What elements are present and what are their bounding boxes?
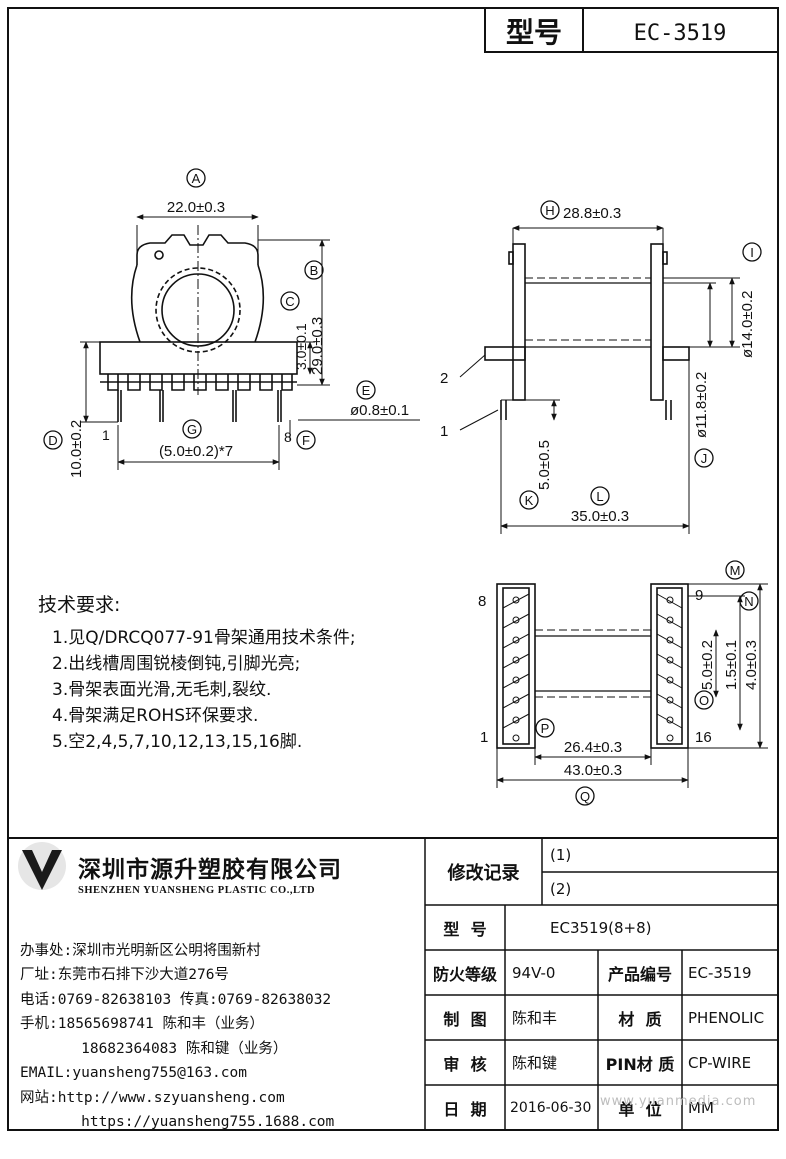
dim-H: 28.8±0.3	[563, 205, 621, 222]
label-F: F	[302, 433, 310, 448]
dim-L: 35.0±0.3	[571, 508, 629, 525]
unit-value: MM	[688, 1098, 714, 1117]
contact-line: 网站:http://www.szyuansheng.com	[20, 1089, 285, 1106]
contact-line: 18682364083 陈和键（业务）	[20, 1040, 288, 1057]
label-A: A	[192, 171, 201, 186]
dim-D: 10.0±0.2	[68, 420, 85, 478]
product-no-value: EC-3519	[688, 963, 752, 982]
dim-I: ø14.0±0.2	[739, 291, 756, 358]
dim-P: 26.4±0.3	[564, 739, 622, 756]
label-Q: Q	[580, 789, 590, 804]
requirements: 技术要求: 1.见Q/DRCQ077-91骨架通用技术条件; 2.出线槽周围锐棱…	[38, 590, 356, 755]
contact-line: 厂址:东莞市石排下沙大道276号	[20, 967, 229, 983]
dim-N: 1.5±0.1	[723, 640, 740, 690]
requirements-title: 技术要求:	[38, 594, 121, 616]
company-logo	[18, 842, 66, 890]
drawn-label: 制 图	[443, 1009, 487, 1029]
label-H: H	[545, 203, 554, 218]
label-K: K	[525, 493, 534, 508]
model-box-label: 型号	[506, 16, 562, 49]
label-N: N	[744, 594, 753, 609]
unit-label: 单 位	[618, 1099, 662, 1119]
front-labels: A 22.0±0.3 B 29.0±0.3 C 3.0±0.1 D 10.0±0…	[43, 168, 409, 478]
dim-M: 4.0±0.3	[743, 640, 760, 690]
material-value: PHENOLIC	[688, 1008, 765, 1027]
title-block-grid	[424, 838, 778, 1130]
label-O: O	[699, 693, 709, 708]
pin-8-bottom: 8	[478, 593, 486, 610]
contact-line: 电话:0769-82638103 传真:0769-82638032	[20, 991, 332, 1008]
contact-line: 办事处:深圳市光明新区公明将围新村	[20, 942, 261, 959]
pin-material-value: CP-WIRE	[688, 1053, 752, 1072]
dim-C: 3.0±0.1	[293, 323, 309, 370]
requirement-item: 4.骨架满足ROHS环保要求.	[52, 706, 259, 726]
drawn-value: 陈和丰	[512, 1009, 558, 1027]
front-view	[80, 214, 420, 470]
model-box: 型号 EC-3519	[484, 7, 779, 53]
product-no-label: 产品编号	[607, 964, 672, 984]
checked-value: 陈和键	[512, 1054, 558, 1072]
requirement-item: 5.空2,4,5,7,10,12,13,15,16脚.	[52, 732, 303, 752]
watermark: www.yuanmedia.com	[600, 1094, 757, 1109]
pin-8-front: 8	[284, 429, 292, 445]
checked-label: 审 核	[443, 1054, 487, 1074]
requirement-item: 1.见Q/DRCQ077-91骨架通用技术条件;	[52, 628, 356, 648]
fire-rating-value: 94V-0	[512, 963, 556, 982]
label-E: E	[362, 383, 371, 398]
dim-E: ø0.8±0.1	[350, 402, 409, 419]
company-name-cn: 深圳市源升塑胶有限公司	[78, 857, 342, 883]
bottom-view	[496, 583, 768, 788]
drawing-border	[7, 7, 779, 1131]
dim-K: 5.0±0.5	[536, 440, 553, 490]
company-name-en: SHENZHEN YUANSHENG PLASTIC CO.,LTD	[78, 885, 316, 896]
label-D: D	[48, 433, 57, 448]
pin-material-label: PIN材 质	[605, 1054, 675, 1074]
pin-9-bottom: 9	[695, 587, 703, 604]
date-value: 2016-06-30	[510, 1099, 592, 1116]
requirement-item: 3.骨架表面光滑,无毛刺,裂纹.	[52, 680, 272, 700]
pin-1-bottom: 1	[480, 729, 488, 746]
dim-O: 5.0±0.2	[699, 640, 716, 690]
revision-2: (2)	[550, 879, 572, 898]
requirement-item: 2.出线槽周围锐棱倒钝,引脚光亮;	[52, 654, 301, 674]
label-J: J	[701, 451, 708, 466]
model-box-value: EC-3519	[634, 21, 727, 46]
dim-G: (5.0±0.2)*7	[159, 443, 233, 460]
side-labels: H 28.8±0.3 I ø14.0±0.2 J ø11.8±0.2 K 5.0…	[440, 200, 762, 525]
label-G: G	[187, 422, 197, 437]
label-B: B	[310, 263, 319, 278]
dim-J: ø11.8±0.2	[693, 372, 710, 438]
label-M: M	[730, 563, 741, 578]
revision-1: (1)	[550, 846, 572, 864]
label-C: C	[285, 294, 294, 309]
contact-line: https://yuansheng755.1688.com	[20, 1114, 335, 1130]
fire-rating-label: 防火等级	[432, 964, 497, 984]
contact-line: 手机:18565698741 陈和丰（业务）	[20, 1016, 264, 1032]
dim-B: 29.0±0.3	[309, 317, 326, 375]
contact-line: EMAIL:yuansheng755@163.com	[20, 1065, 247, 1081]
model-label: 型 号	[443, 919, 487, 939]
lead-label-1: 1	[440, 423, 448, 440]
lead-label-2: 2	[440, 370, 448, 387]
dim-Q: 43.0±0.3	[564, 762, 622, 779]
label-I: I	[750, 245, 754, 260]
model-value: EC3519(8+8)	[550, 918, 652, 937]
dim-A: 22.0±0.3	[167, 199, 225, 216]
company-contact: 办事处:深圳市光明新区公明将围新村厂址:东莞市石排下沙大道276号电话:0769…	[20, 914, 334, 1159]
label-L: L	[596, 489, 603, 504]
bottom-labels: 8 1 9 16 M N O P Q 1.5±0.1 5.0±0.2 4.0±0…	[478, 560, 760, 806]
date-label: 日 期	[443, 1099, 487, 1119]
revision-label: 修改记录	[447, 862, 520, 884]
material-label: 材 质	[618, 1009, 662, 1029]
side-view	[459, 225, 740, 534]
label-P: P	[541, 721, 550, 736]
pin-1-front: 1	[102, 427, 110, 443]
pin-16-bottom: 16	[695, 729, 712, 746]
